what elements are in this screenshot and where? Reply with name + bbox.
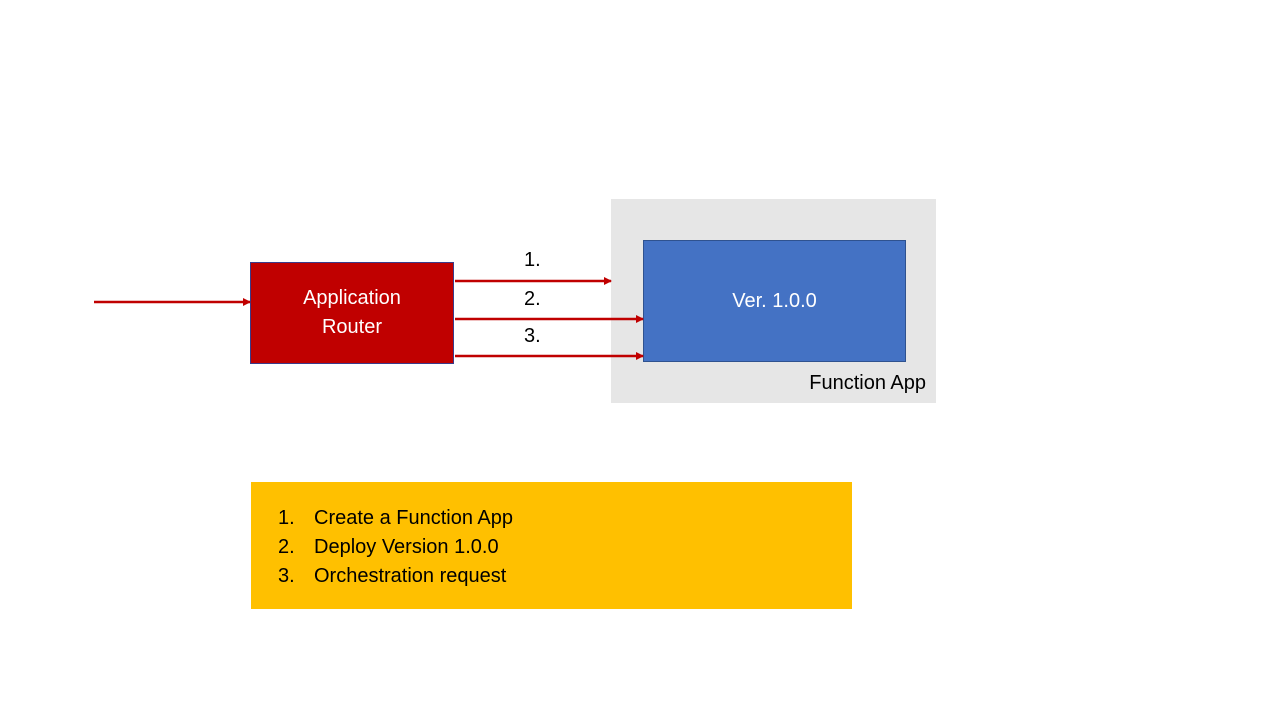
version-box: Ver. 1.0.0 [643, 240, 906, 362]
legend-item: 1. Create a Function App [278, 504, 852, 533]
legend-item-number: 2. [278, 536, 295, 558]
router-label-line2: Router [321, 316, 383, 338]
arrow-label-1: 1. [524, 249, 541, 271]
legend-item-text: Deploy Version 1.0.0 [314, 536, 499, 558]
legend-item-text: Create a Function App [314, 507, 514, 529]
legend-item: 2. Deploy Version 1.0.0 [278, 533, 852, 562]
application-router-box: Application Router [250, 262, 454, 364]
router-label-line1: Application [303, 287, 401, 309]
legend-item-text: Orchestration request [314, 565, 507, 587]
arrow-label-3: 3. [524, 325, 541, 347]
arrow-label-2: 2. [524, 288, 541, 310]
function-app-label: Function App [809, 372, 926, 394]
legend-item: 3. Orchestration request [278, 562, 852, 591]
version-label: Ver. 1.0.0 [732, 289, 817, 312]
steps-legend-box: 1. Create a Function App 2. Deploy Versi… [251, 482, 852, 609]
legend-item-number: 3. [278, 565, 295, 587]
legend-item-number: 1. [278, 507, 295, 529]
